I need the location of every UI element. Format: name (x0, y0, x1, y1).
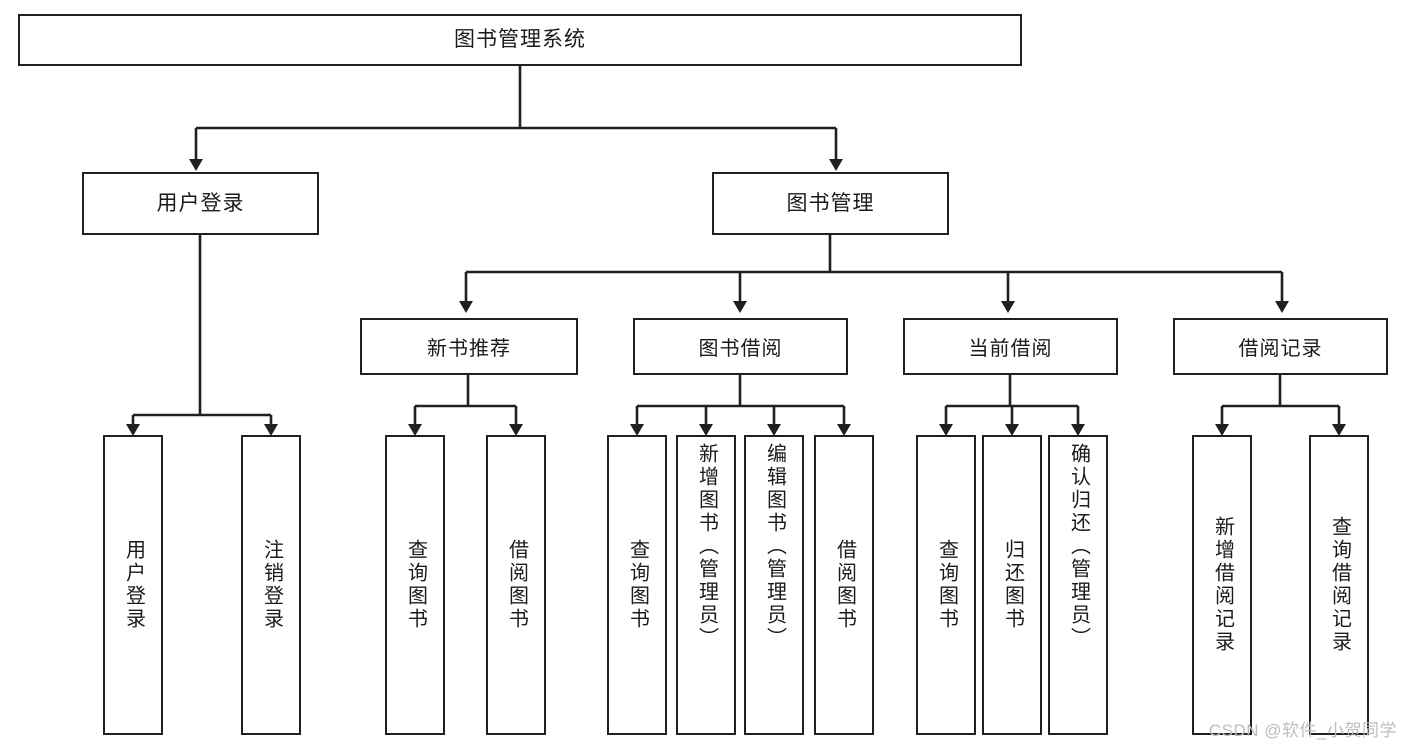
node-label: 当前借阅 (968, 338, 1053, 360)
node-label: 用户登录 (156, 191, 245, 215)
node-label: 编辑图书（管理员） (763, 443, 786, 650)
leaf-query-borrow-record[interactable]: 查询借阅记录 (1309, 435, 1369, 735)
node-label: 查询图书 (626, 539, 649, 631)
node-book-management-system[interactable]: 图书管理系统 (18, 14, 1022, 66)
leaf-query-book-current[interactable]: 查询图书 (916, 435, 976, 735)
node-label: 查询图书 (935, 539, 958, 631)
leaf-user-login[interactable]: 用户登录 (103, 435, 163, 735)
node-label: 新增借阅记录 (1211, 516, 1234, 654)
node-user-login[interactable]: 用户登录 (82, 172, 319, 235)
node-label: 新书推荐 (427, 338, 511, 360)
node-label: 确认归还（管理员） (1067, 443, 1090, 650)
node-label: 借阅图书 (505, 539, 528, 631)
leaf-confirm-return[interactable]: 确认归还（管理员） (1048, 435, 1108, 735)
node-label: 图书管理 (786, 191, 875, 215)
leaf-return-book[interactable]: 归还图书 (982, 435, 1042, 735)
node-label: 归还图书 (1001, 539, 1024, 631)
node-new-book-recommend[interactable]: 新书推荐 (360, 318, 578, 375)
leaf-query-book-new[interactable]: 查询图书 (385, 435, 445, 735)
node-label: 新增图书（管理员） (695, 443, 718, 650)
node-book-borrow[interactable]: 图书借阅 (633, 318, 848, 375)
node-label: 用户登录 (122, 539, 145, 631)
leaf-query-book-borrow[interactable]: 查询图书 (607, 435, 667, 735)
csdn-watermark: CSDN @软件_小贺同学 (1208, 721, 1397, 740)
node-label: 查询图书 (404, 539, 427, 631)
leaf-borrow-book[interactable]: 借阅图书 (814, 435, 874, 735)
node-borrow-record[interactable]: 借阅记录 (1173, 318, 1388, 375)
node-book-manage[interactable]: 图书管理 (712, 172, 949, 235)
node-label: 查询借阅记录 (1328, 516, 1351, 654)
node-label: 借阅记录 (1238, 338, 1323, 360)
leaf-add-borrow-record[interactable]: 新增借阅记录 (1192, 435, 1252, 735)
leaf-edit-book[interactable]: 编辑图书（管理员） (744, 435, 804, 735)
node-label: 注销登录 (260, 539, 283, 631)
node-label: 借阅图书 (833, 539, 856, 631)
leaf-add-book[interactable]: 新增图书（管理员） (676, 435, 736, 735)
node-label: 图书管理系统 (454, 28, 586, 52)
leaf-logout-login[interactable]: 注销登录 (241, 435, 301, 735)
node-label: 图书借阅 (698, 338, 783, 360)
leaf-borrow-book-new[interactable]: 借阅图书 (486, 435, 546, 735)
node-current-borrow[interactable]: 当前借阅 (903, 318, 1118, 375)
